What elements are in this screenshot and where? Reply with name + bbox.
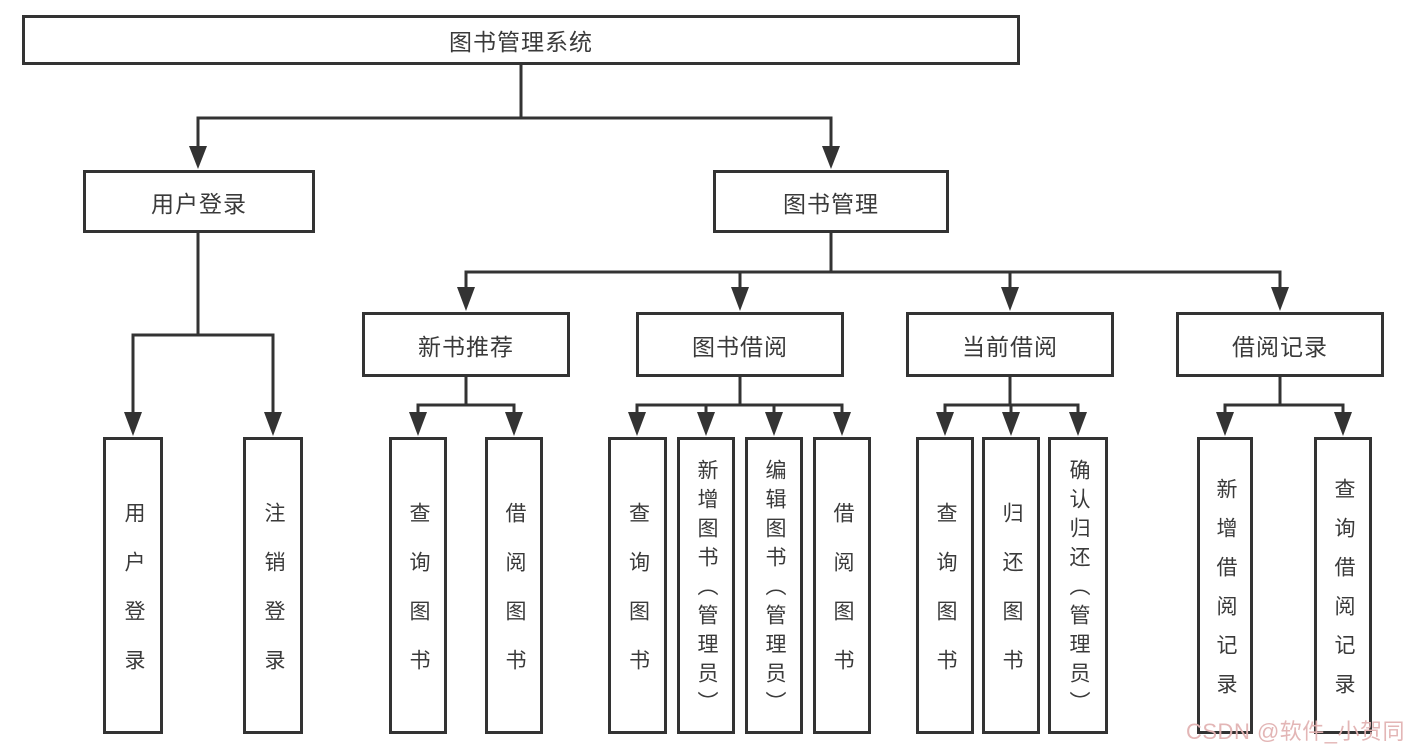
arrowhead bbox=[189, 146, 207, 169]
node-label: 借阅图书 bbox=[503, 501, 526, 698]
node-book-borrowing: 图书借阅 bbox=[636, 312, 844, 377]
node-current-borrowing: 当前借阅 bbox=[906, 312, 1114, 377]
node-label: 编辑图书（管理员） bbox=[763, 459, 786, 720]
node-label: 注销登录 bbox=[262, 501, 285, 698]
arrowhead bbox=[1271, 287, 1289, 311]
arrowhead bbox=[1216, 412, 1234, 436]
node-label: 图书借阅 bbox=[692, 333, 788, 360]
leaf-user-login: 用户登录 bbox=[103, 437, 163, 734]
node-borrow-records: 借阅记录 bbox=[1176, 312, 1384, 377]
leaf-confirm-return-admin: 确认归还（管理员） bbox=[1048, 437, 1108, 734]
connector-book-mgmt-split bbox=[457, 233, 1289, 311]
node-label: 查询借阅记录 bbox=[1332, 477, 1355, 712]
node-label: 归还图书 bbox=[1000, 501, 1023, 698]
node-label: 查询图书 bbox=[626, 501, 650, 698]
csdn-watermark: CSDN @软件_小贺同学 bbox=[1186, 719, 1405, 744]
arrowhead bbox=[457, 287, 475, 311]
arrowhead bbox=[936, 412, 954, 436]
node-label: 借阅图书 bbox=[831, 501, 854, 698]
node-label: 查询图书 bbox=[934, 501, 957, 698]
connector-new-book-split bbox=[409, 377, 523, 436]
arrowhead bbox=[731, 287, 749, 311]
leaf-query-borrow-record: 查询借阅记录 bbox=[1314, 437, 1372, 734]
arrowhead bbox=[628, 412, 646, 436]
leaf-query-books-current: 查询图书 bbox=[916, 437, 974, 734]
leaf-query-books-recommend: 查询图书 bbox=[389, 437, 447, 734]
connector-root-split bbox=[189, 65, 840, 169]
leaf-add-borrow-record: 新增借阅记录 bbox=[1197, 437, 1253, 734]
connector-current-borrow-split bbox=[936, 377, 1087, 436]
node-book-management: 图书管理 bbox=[713, 170, 949, 233]
arrowhead bbox=[765, 412, 783, 436]
leaf-borrow-books-recommend: 借阅图书 bbox=[485, 437, 543, 734]
arrowhead bbox=[1334, 412, 1352, 436]
leaf-logout: 注销登录 bbox=[243, 437, 303, 734]
node-new-book-recommend: 新书推荐 bbox=[362, 312, 570, 377]
node-label: 新书推荐 bbox=[418, 333, 514, 360]
arrowhead bbox=[1002, 412, 1020, 436]
node-label: 借阅记录 bbox=[1232, 333, 1328, 360]
arrowhead bbox=[1001, 287, 1019, 311]
arrowhead bbox=[264, 412, 282, 436]
node-label: 用户登录 bbox=[151, 190, 247, 217]
node-label: 当前借阅 bbox=[962, 333, 1058, 360]
leaf-return-book: 归还图书 bbox=[982, 437, 1040, 734]
connector-borrow-records-split bbox=[1216, 377, 1352, 436]
arrowhead bbox=[505, 412, 523, 436]
connector-user-login-split bbox=[124, 233, 282, 436]
arrowhead bbox=[697, 412, 715, 436]
leaf-query-books-borrow: 查询图书 bbox=[608, 437, 667, 734]
arrowhead bbox=[1069, 412, 1087, 436]
arrowhead bbox=[822, 146, 840, 169]
leaf-borrow-book: 借阅图书 bbox=[813, 437, 871, 734]
node-label: 图书管理 bbox=[783, 190, 879, 217]
node-label: 确认归还（管理员） bbox=[1067, 459, 1090, 720]
node-label: 新增借阅记录 bbox=[1214, 477, 1237, 712]
leaf-edit-book-admin: 编辑图书（管理员） bbox=[745, 437, 803, 734]
leaf-add-book-admin: 新增图书（管理员） bbox=[677, 437, 735, 734]
node-user-login: 用户登录 bbox=[83, 170, 315, 233]
node-label: 查询图书 bbox=[407, 501, 430, 698]
connector-book-borrow-split bbox=[628, 377, 851, 436]
arrowhead bbox=[833, 412, 851, 436]
arrowhead bbox=[124, 412, 142, 436]
node-label: 图书管理系统 bbox=[449, 29, 593, 55]
arrowhead bbox=[409, 412, 427, 436]
node-root-system: 图书管理系统 bbox=[22, 15, 1020, 65]
node-label: 用户登录 bbox=[122, 501, 145, 698]
node-label: 新增图书（管理员） bbox=[695, 459, 718, 720]
